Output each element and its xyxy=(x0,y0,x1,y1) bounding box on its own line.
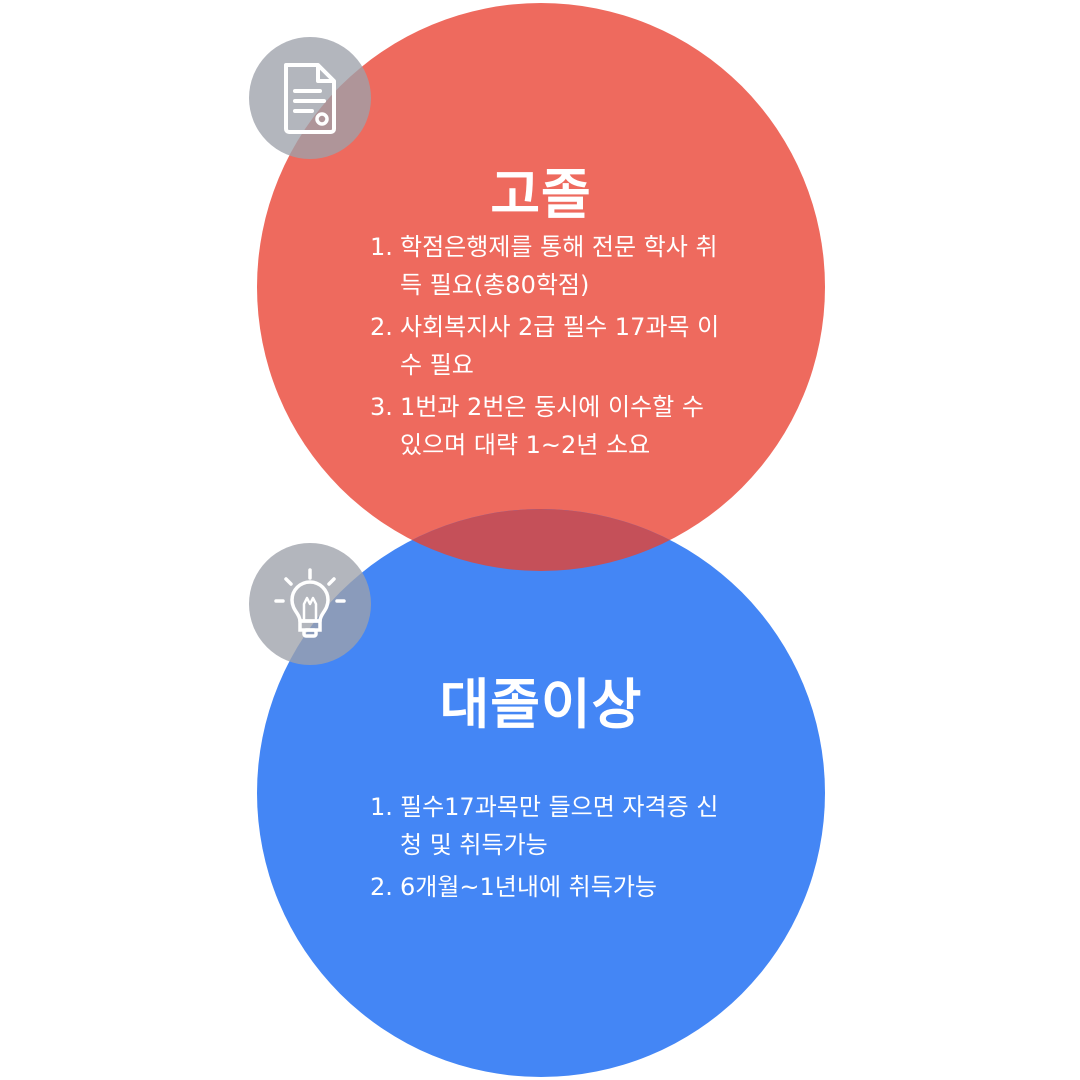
item-text: 6개월~1년내에 취득가능 xyxy=(400,873,657,901)
item-number: 1. xyxy=(370,233,393,261)
list-item: 1. 필수17과목만 들으면 자격증 신청 및 취득가능 xyxy=(370,788,730,864)
document-icon xyxy=(284,63,336,134)
item-text: 학점은행제를 통해 전문 학사 취득 필요(총80학점) xyxy=(400,233,718,299)
item-text: 사회복지사 2급 필수 17과목 이수 필요 xyxy=(400,313,720,379)
lightbulb-icon-badge xyxy=(249,543,371,665)
requirements-list-high-school: 1. 학점은행제를 통해 전문 학사 취득 필요(총80학점) 2. 사회복지사… xyxy=(370,228,730,468)
section-title-high-school: 고졸 xyxy=(490,163,592,226)
list-item: 2. 사회복지사 2급 필수 17과목 이수 필요 xyxy=(370,308,730,384)
requirements-list-college-graduate: 1. 필수17과목만 들으면 자격증 신청 및 취득가능 2. 6개월~1년내에… xyxy=(370,788,730,910)
list-item: 1. 학점은행제를 통해 전문 학사 취득 필요(총80학점) xyxy=(370,228,730,304)
document-icon-badge xyxy=(249,37,371,159)
item-text: 필수17과목만 들으면 자격증 신청 및 취득가능 xyxy=(400,793,719,859)
item-text: 1번과 2번은 동시에 이수할 수 있으며 대략 1~2년 소요 xyxy=(400,393,704,459)
item-number: 2. xyxy=(370,873,393,901)
item-number: 3. xyxy=(370,393,393,421)
section-title-college-graduate: 대졸이상 xyxy=(439,673,643,736)
list-item: 3. 1번과 2번은 동시에 이수할 수 있으며 대략 1~2년 소요 xyxy=(370,388,730,464)
item-number: 2. xyxy=(370,313,393,341)
item-number: 1. xyxy=(370,793,393,821)
list-item: 2. 6개월~1년내에 취득가능 xyxy=(370,868,730,906)
lightbulb-icon xyxy=(274,568,346,638)
